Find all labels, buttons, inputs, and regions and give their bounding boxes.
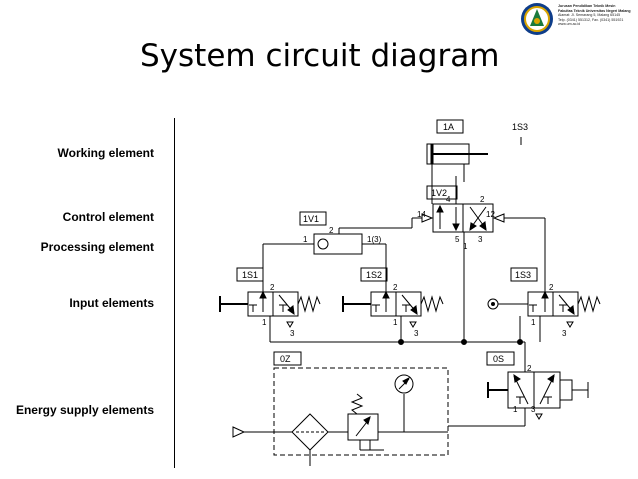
header-line: Fakultas Teknik Universitas Negeri Malan… [558,8,631,13]
service-unit-0z: 0Z [232,351,449,466]
port-label: 12 [486,210,495,219]
header-line: Jurusan Pendidikan Teknik Mesin [558,4,616,8]
cylinder-1a: 1A [426,119,488,176]
port-label: 1 [262,318,267,327]
port-label: 3 [290,329,295,338]
port-label: 1(3) [367,235,382,244]
port-label: 2 [329,226,334,235]
level-input-elements: Input elements [69,296,154,310]
port-label: 2 [393,283,398,292]
port-label: 1 [463,242,468,251]
input-valve-1s2: 1S2 2 1 3 [342,267,444,342]
port-label: 1 [531,318,536,327]
page-title: System circuit diagram [140,38,500,74]
label-1v1: 1V1 [303,214,319,224]
start-valve-0s: 0S 2 1 3 [486,351,589,420]
input-valve-1s3: 1S3 2 1 3 [487,267,601,342]
port-label: 1 [303,235,308,244]
shuttle-valve-1v1: 1V1 2 1 1(3) [299,211,413,255]
port-label: 4 [446,195,451,204]
port-label: 3 [414,329,419,338]
label-0z: 0Z [280,354,291,364]
university-logo [521,3,553,35]
pipe-lines [262,218,546,427]
position-sensor-1s3: 1S3 [512,122,528,145]
level-energy-supply-elements: Energy supply elements [15,403,154,417]
port-label: 3 [562,329,567,338]
label-1s2: 1S2 [366,270,382,280]
level-divider-line [174,118,175,468]
institution-header: Jurusan Pendidikan Teknik Mesin Fakultas… [558,4,636,27]
port-label: 14 [417,210,426,219]
label-1a: 1A [443,122,454,132]
header-line: Alamat: Jl. Semarang 5, Malang 65145 [558,13,621,18]
level-working-element: Working element [57,146,154,160]
label-1s3-top: 1S3 [512,122,528,132]
port-label: 2 [270,283,275,292]
level-processing-element: Processing element [40,240,154,254]
label-1s1: 1S1 [242,270,258,280]
port-label: 3 [531,405,536,414]
port-label: 3 [478,235,483,244]
port-label: 5 [455,235,460,244]
input-valve-1s1: 1S1 2 1 3 [219,267,321,342]
header-line: www.um.ac.id [558,22,581,27]
port-label: 1 [513,405,518,414]
header-line: Telp. (0341) 551312, Fax. (0341) 551921 [558,17,624,22]
level-control-element: Control element [62,210,154,224]
port-label: 2 [549,283,554,292]
port-label: 2 [527,364,532,373]
port-label: 2 [480,195,485,204]
valve-1v2: 1V2 4 2 14 12 5 1 3 [412,176,545,251]
label-1s3: 1S3 [515,270,531,280]
label-0s: 0S [493,354,504,364]
label-1v2: 1V2 [431,188,447,198]
port-label: 1 [393,318,398,327]
